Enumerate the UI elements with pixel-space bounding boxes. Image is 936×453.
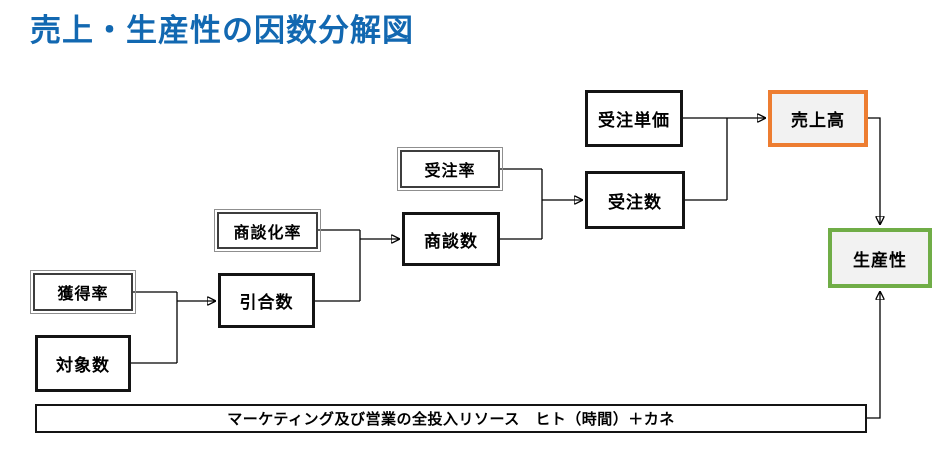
node-negotiation-count: 商談数 [402, 212, 500, 266]
node-order-rate: 受注率 [397, 147, 503, 191]
node-productivity: 生産性 [828, 228, 932, 288]
node-order-unit-price: 受注単価 [585, 90, 683, 147]
node-acquisition-rate: 獲得率 [30, 270, 136, 314]
node-target-count: 対象数 [35, 335, 131, 392]
resources-bar: マーケティング及び営業の全投入リソース ヒト（時間）＋カネ [35, 404, 867, 433]
node-inquiry-count: 引合数 [218, 273, 315, 328]
node-negotiation-conversion-rate: 商談化率 [214, 209, 321, 252]
node-sales-revenue: 売上高 [768, 90, 868, 147]
connector-arrow [867, 292, 880, 419]
connector-arrow [868, 117, 880, 224]
page-title: 売上・生産性の因数分解図 [30, 13, 414, 48]
node-order-count: 受注数 [585, 171, 685, 229]
